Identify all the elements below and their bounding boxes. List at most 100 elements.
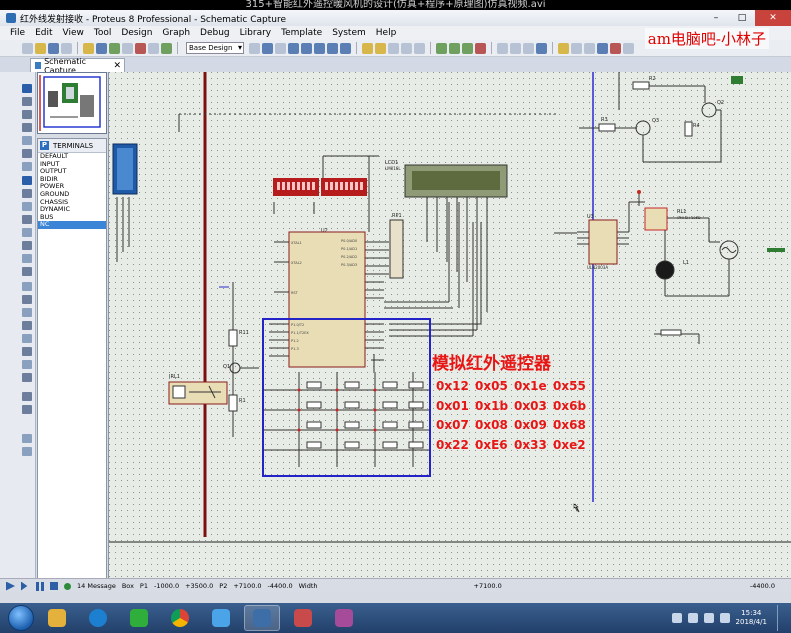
copy-icon[interactable] [401,42,412,54]
source-code-icon[interactable] [148,42,159,54]
new-sheet-icon[interactable] [597,42,608,54]
step-simulation-icon[interactable] [21,581,28,591]
marker-icon[interactable] [22,373,32,382]
bus-icon[interactable] [22,149,32,158]
netlist-icon[interactable] [623,42,634,54]
graph-mode-icon[interactable] [22,202,32,211]
refresh-icon[interactable] [249,42,260,54]
cut-icon[interactable] [388,42,399,54]
menu-library[interactable]: Library [239,28,272,38]
selection-mode-icon[interactable] [22,84,32,93]
decompose-icon[interactable] [536,42,547,54]
terminal-item-bus[interactable]: BUS [40,212,54,221]
taskbar-winrar[interactable] [326,605,362,631]
taskbar-feige[interactable] [203,605,239,631]
minimize-button[interactable]: – [713,13,719,23]
close-icon[interactable]: ✕ [113,60,121,71]
remove-sheet-icon[interactable] [610,42,621,54]
menu-design[interactable]: Design [121,28,153,38]
zoom-out-icon[interactable] [314,42,325,54]
paste-icon[interactable] [414,42,425,54]
terminal-item-nc[interactable]: NC [38,221,106,229]
line-icon[interactable] [22,282,32,291]
schematic-icon[interactable] [96,42,107,54]
path-icon[interactable] [22,334,32,343]
menu-edit[interactable]: Edit [35,28,53,38]
circle-icon[interactable] [22,308,32,317]
menu-tool[interactable]: Tool [93,28,112,38]
block-rotate-icon[interactable] [462,42,473,54]
close-button[interactable]: ✕ [755,10,791,26]
menu-file[interactable]: File [10,28,26,38]
clock[interactable]: 15:34 2018/4/1 [736,609,767,627]
rotate-ccw-icon[interactable] [22,405,32,414]
taskbar-explorer[interactable] [39,605,75,631]
terminal-item-output[interactable]: OUTPUT [40,167,67,176]
taskbar-chrome[interactable] [162,605,198,631]
tray-input-icon[interactable] [719,613,730,623]
terminal-mode-icon[interactable] [22,176,32,185]
menu-graph[interactable]: Graph [162,28,191,38]
menu-template[interactable]: Template [281,28,323,38]
terminal-item-input[interactable]: INPUT [40,159,60,168]
menu-system[interactable]: System [332,28,366,38]
flip-horizontal-icon[interactable] [22,434,32,443]
terminal-item-dynamic[interactable]: DYNAMIC [40,205,70,214]
junction-dot-icon[interactable] [22,110,32,119]
subcircuit-icon[interactable] [22,162,32,171]
pick-device-icon[interactable] [497,42,508,54]
generator-icon[interactable] [22,228,32,237]
pan-icon[interactable] [288,42,299,54]
block-move-icon[interactable] [449,42,460,54]
tray-volume-icon[interactable] [703,613,714,623]
maximize-button[interactable]: □ [737,13,747,23]
pause-simulation-icon[interactable] [36,581,44,591]
close-project-icon[interactable] [61,42,72,54]
wire-autorouter-icon[interactable] [558,42,569,54]
virtual-instrument-icon[interactable] [22,267,32,276]
flip-vertical-icon[interactable] [22,447,32,456]
terminal-item-default[interactable]: DEFAULT [40,152,69,160]
zoom-all-icon[interactable] [327,42,338,54]
symbol-icon[interactable] [22,360,32,369]
home-icon[interactable] [83,42,94,54]
message-count[interactable]: 14 Message [77,582,116,590]
open-icon[interactable] [35,42,46,54]
tray-network-icon[interactable] [687,613,698,623]
gallery-icon[interactable] [122,42,133,54]
box-icon[interactable] [22,295,32,304]
zoom-area-icon[interactable] [340,42,351,54]
origin-icon[interactable] [275,42,286,54]
schematic-canvas[interactable]: LCD1 LM016L RP1 U2 AT89C52 P0.0/AD0P0.1/… [108,72,791,578]
help-icon[interactable] [161,42,172,54]
tape-recorder-icon[interactable] [22,215,32,224]
packaging-icon[interactable] [523,42,534,54]
terminal-item-chassis[interactable]: CHASSIS [40,197,69,206]
tray-arrow-icon[interactable] [671,613,682,623]
arc-icon[interactable] [22,321,32,330]
design-select[interactable]: Base Design [186,42,244,54]
undo-icon[interactable] [362,42,373,54]
text-script-icon[interactable] [22,136,32,145]
block-delete-icon[interactable] [475,42,486,54]
wire-label-icon[interactable] [22,123,32,132]
bom-icon[interactable] [135,42,146,54]
taskbar-alarm[interactable] [285,605,321,631]
property-tool-icon[interactable] [584,42,595,54]
menu-debug[interactable]: Debug [200,28,230,38]
new-icon[interactable] [22,42,33,54]
menu-view[interactable]: View [62,28,84,38]
current-probe-icon[interactable] [22,254,32,263]
run-simulation-icon[interactable] [6,581,15,591]
make-device-icon[interactable] [510,42,521,54]
start-button[interactable] [8,605,34,631]
grid-icon[interactable] [262,42,273,54]
pcb-icon[interactable] [109,42,120,54]
pick-devices-button[interactable]: P [40,141,49,150]
block-copy-icon[interactable] [436,42,447,54]
terminal-item-ground[interactable]: GROUND [40,189,70,198]
menu-help[interactable]: Help [375,28,397,38]
device-pin-icon[interactable] [22,189,32,198]
taskbar-proteus[interactable] [244,605,280,631]
rotate-cw-icon[interactable] [22,392,32,401]
